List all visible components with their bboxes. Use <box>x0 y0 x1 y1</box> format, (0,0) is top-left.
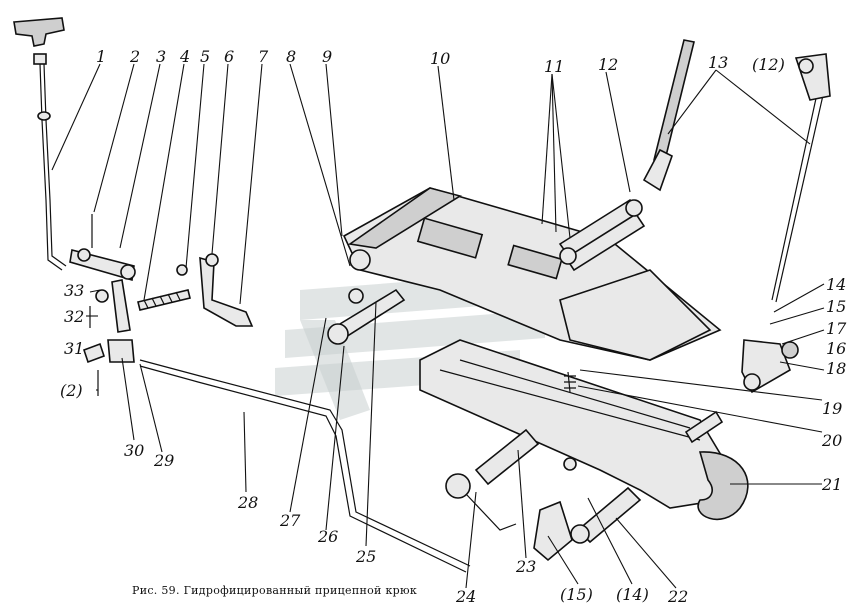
callout-27: 27 <box>279 511 301 530</box>
pins <box>327 288 642 562</box>
callout-18: 18 <box>826 359 846 378</box>
callout-33: 33 <box>64 281 84 300</box>
callout-24: 24 <box>455 587 476 606</box>
callout-12: 12 <box>598 55 618 74</box>
callout-8: 8 <box>286 47 296 66</box>
callout-2-ref: (2) <box>60 381 83 400</box>
callout-6: 6 <box>224 47 234 66</box>
callout-16: 16 <box>826 339 846 358</box>
callout-4: 4 <box>179 47 190 66</box>
callout-17: 17 <box>826 319 847 338</box>
callout-11: 11 <box>544 57 564 76</box>
callout-5: 5 <box>200 47 210 66</box>
callout-2: 2 <box>129 47 140 66</box>
callout-20: 20 <box>821 431 842 450</box>
callout-13: 13 <box>708 53 728 72</box>
callout-26: 26 <box>317 527 338 546</box>
hook-frame <box>342 187 722 361</box>
callout-9: 9 <box>322 47 332 66</box>
callout-3: 3 <box>156 47 166 66</box>
callout-32: 32 <box>64 307 84 326</box>
leader-lines <box>51 63 825 589</box>
callout-21: 21 <box>821 475 842 494</box>
callout-10: 10 <box>430 49 450 68</box>
callout-15: 15 <box>826 297 846 316</box>
control-lever <box>13 17 67 271</box>
figure-caption: Рис. 59. Гидрофицированный прицепной крю… <box>132 584 417 597</box>
callout-31: 31 <box>64 339 84 358</box>
pull-rod <box>139 359 471 573</box>
callout-25: 25 <box>355 547 376 566</box>
callout-19: 19 <box>822 399 842 418</box>
callout-22: 22 <box>667 587 688 606</box>
link-arms <box>558 39 695 272</box>
callout-12-ref: (12) <box>752 55 785 74</box>
callout-15-ref: (15) <box>560 585 593 604</box>
callout-7: 7 <box>258 47 269 66</box>
hook-beam <box>419 339 749 521</box>
callout-29: 29 <box>153 451 174 470</box>
callout-1: 1 <box>96 47 106 66</box>
callout-30: 30 <box>124 441 144 460</box>
callout-14-ref: (14) <box>616 585 649 604</box>
callout-14: 14 <box>826 275 846 294</box>
callout-labels: 1 2 3 4 5 6 7 8 9 10 11 12 13 (12) 33 32… <box>60 47 847 606</box>
callout-28: 28 <box>237 493 258 512</box>
upper-linkage <box>69 214 254 396</box>
right-rod <box>741 53 831 394</box>
callout-23: 23 <box>515 557 536 576</box>
